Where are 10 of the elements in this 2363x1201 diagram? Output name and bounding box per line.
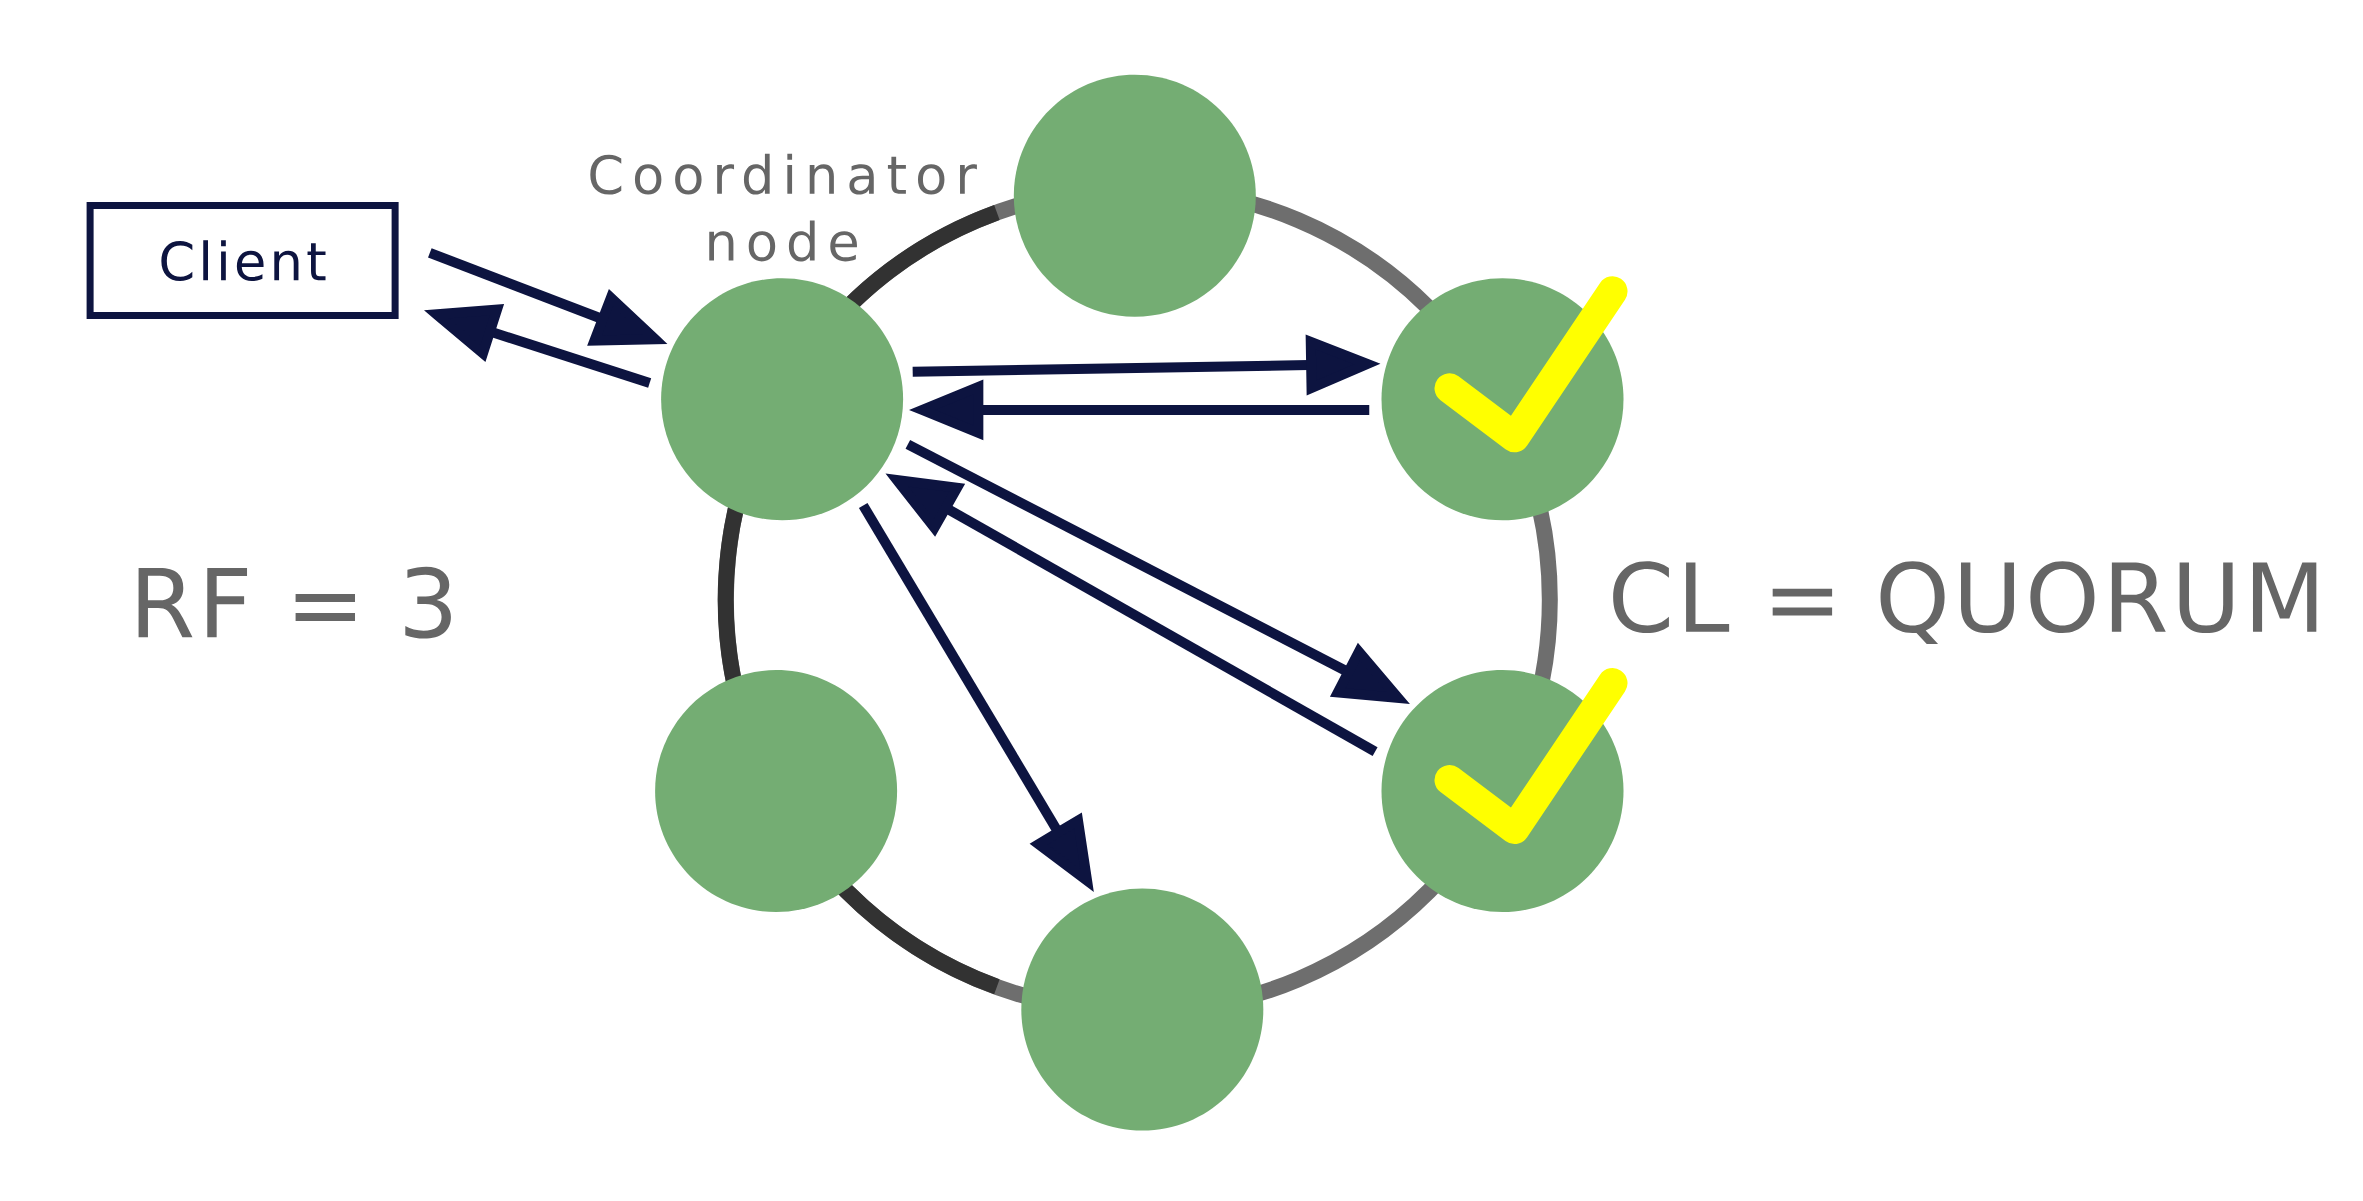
circle-node bbox=[1381, 670, 1624, 913]
label: CL = QUORUM bbox=[1613, 561, 2317, 644]
circle-node bbox=[661, 278, 904, 521]
label: RF = 3 bbox=[138, 566, 451, 639]
circle-node bbox=[655, 670, 898, 913]
circle-node bbox=[1021, 888, 1264, 1131]
circle-node bbox=[1381, 278, 1624, 521]
text-box: Client bbox=[86, 202, 399, 320]
node-caption: Coordinator node bbox=[590, 153, 977, 262]
circle-node bbox=[1013, 74, 1256, 317]
